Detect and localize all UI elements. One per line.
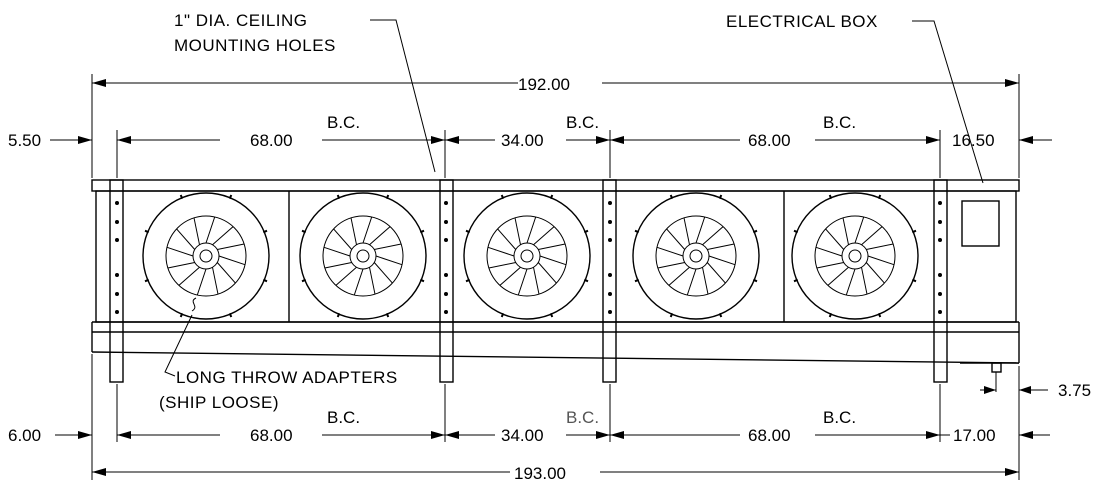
bottom-overall-label: 193.00 bbox=[514, 464, 566, 483]
bottom-bc1-arrow-right bbox=[431, 431, 445, 439]
bracket-bolt bbox=[608, 310, 612, 314]
top-left-offset-label: 5.50 bbox=[8, 131, 41, 150]
bracket-bolt bbox=[608, 238, 612, 242]
holes-callout-line1: 1" DIA. CEILING bbox=[174, 11, 308, 30]
fan-5 bbox=[791, 192, 919, 320]
bracket-bolt bbox=[608, 220, 612, 224]
bottom-right-offset-arrow-b bbox=[1019, 431, 1033, 439]
mounting-bracket-2 bbox=[439, 179, 454, 383]
top-bc1-bc-label: B.C. bbox=[327, 113, 360, 132]
bracket-bolt bbox=[444, 273, 448, 277]
top-bc2-bc-label: B.C. bbox=[566, 113, 599, 132]
holes-leader bbox=[370, 19, 436, 173]
bracket-bolt bbox=[444, 238, 448, 242]
electrical-box-leader bbox=[912, 20, 984, 184]
top-bc3-bc-label: B.C. bbox=[823, 113, 856, 132]
bottom-overall-arrow-right bbox=[1005, 468, 1019, 476]
bracket-bolt bbox=[115, 220, 119, 224]
bottom-left-offset-arrow-a bbox=[78, 431, 92, 439]
top-rail bbox=[91, 179, 1020, 192]
top-bc1-arrow-right bbox=[431, 136, 445, 144]
holes-callout-line2: MOUNTING HOLES bbox=[174, 36, 336, 55]
unit-body bbox=[91, 179, 1020, 383]
top-bc3-value: 68.00 bbox=[748, 131, 791, 150]
bottom-bc2-value: 34.00 bbox=[501, 426, 544, 445]
bottom-bc1-bc-label: B.C. bbox=[327, 408, 360, 427]
top-overall-label: 192.00 bbox=[518, 75, 570, 94]
bracket-bolt bbox=[938, 220, 942, 224]
adapters-callout-line2: (SHIP LOOSE) bbox=[159, 393, 279, 412]
mounting-bracket-1 bbox=[109, 179, 124, 383]
adapters-leader bbox=[164, 314, 193, 377]
top-overall-arrow-right bbox=[1005, 79, 1019, 87]
top-bc1-value: 68.00 bbox=[250, 131, 293, 150]
adapter-squiggle bbox=[191, 297, 197, 312]
bracket-bolt bbox=[444, 310, 448, 314]
bottom-bc3-arrow-right bbox=[926, 431, 940, 439]
top-bc2-arrow-left bbox=[445, 136, 459, 144]
bracket-bolt bbox=[938, 238, 942, 242]
bottom-bc2-arrow-right bbox=[596, 431, 610, 439]
mounting-bracket-4 bbox=[933, 179, 948, 383]
pan-sloped-bottom bbox=[91, 351, 1020, 364]
top-bc3-arrow-left bbox=[610, 136, 624, 144]
bracket-bolt bbox=[938, 310, 942, 314]
side-offset-arrow-b bbox=[1019, 386, 1031, 394]
fan-assemblies bbox=[142, 192, 919, 320]
bracket-bolt bbox=[115, 201, 119, 205]
top-overall-arrow-left bbox=[92, 79, 106, 87]
electrical-box bbox=[961, 200, 1000, 247]
bracket-bolt bbox=[115, 238, 119, 242]
fan-4 bbox=[632, 192, 760, 320]
fan-2 bbox=[299, 192, 427, 320]
drain-fitting bbox=[991, 362, 1002, 373]
bracket-bolt bbox=[608, 201, 612, 205]
bottom-left-offset-label: 6.00 bbox=[8, 426, 41, 445]
top-right-offset-label: 16.50 bbox=[952, 131, 995, 150]
bottom-bc3-arrow-left bbox=[610, 431, 624, 439]
bracket-bolt bbox=[938, 201, 942, 205]
bottom-bc2-arrow-left bbox=[445, 431, 459, 439]
bracket-bolt bbox=[444, 220, 448, 224]
bracket-bolt bbox=[938, 292, 942, 296]
top-bc2-arrow-right bbox=[596, 136, 610, 144]
bottom-bc1-value: 68.00 bbox=[250, 426, 293, 445]
bottom-bc3-value: 68.00 bbox=[748, 426, 791, 445]
bottom-bc2-bc-label: B.C. bbox=[566, 408, 599, 427]
bracket-bolt bbox=[115, 292, 119, 296]
side-offset-arrow-a bbox=[984, 386, 996, 394]
top-left-offset-arrow-a bbox=[78, 136, 92, 144]
bracket-bolt bbox=[608, 273, 612, 277]
electrical-box-callout: ELECTRICAL BOX bbox=[726, 12, 878, 31]
top-bc2-value: 34.00 bbox=[501, 131, 544, 150]
adapters-callout-line1: LONG THROW ADAPTERS bbox=[176, 368, 398, 387]
bottom-bc3-bc-label: B.C. bbox=[823, 408, 856, 427]
bracket-bolt bbox=[938, 273, 942, 277]
bottom-right-offset-label: 17.00 bbox=[953, 426, 996, 445]
bottom-bc1-arrow-left bbox=[117, 431, 131, 439]
fan-3 bbox=[463, 192, 591, 320]
bracket-bolts bbox=[115, 201, 942, 314]
bracket-bolt bbox=[115, 273, 119, 277]
bracket-bolt bbox=[608, 292, 612, 296]
bottom-overall-arrow-left bbox=[92, 468, 106, 476]
side-offset-label: 3.75 bbox=[1058, 381, 1091, 400]
bracket-bolt bbox=[444, 201, 448, 205]
fan-1 bbox=[142, 192, 270, 320]
bracket-bolt bbox=[444, 292, 448, 296]
mounting-bracket-3 bbox=[602, 179, 617, 383]
bracket-bolt bbox=[115, 310, 119, 314]
top-right-offset-arrow-b bbox=[1019, 136, 1033, 144]
coil-housing bbox=[95, 190, 1017, 323]
